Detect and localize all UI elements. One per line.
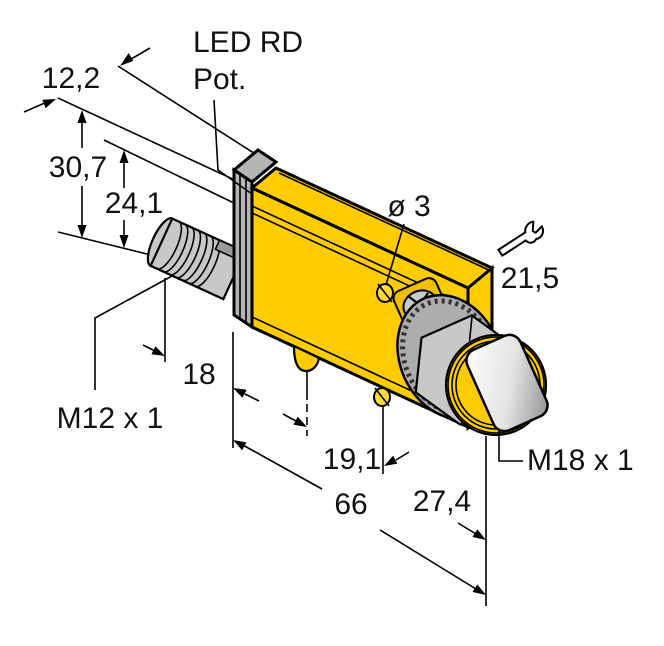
mounting-hole-bottom	[373, 387, 391, 407]
arrow-66-left	[233, 440, 247, 451]
arrow-18-right	[233, 388, 247, 398]
arrow-30-7-up	[77, 110, 87, 123]
ext-line-top-near	[57, 97, 253, 189]
led-pot-leader	[213, 99, 253, 195]
dim-hole-dia-label: ø 3	[387, 190, 430, 223]
arrow-27-4-left	[384, 455, 398, 466]
ext-line-top-far	[117, 65, 275, 167]
dim-line-66-a	[240, 443, 323, 490]
dim-rear-offset-label: 18	[182, 358, 215, 391]
top-face-chamfer-line	[278, 172, 492, 272]
arrow-12-2-b	[42, 99, 56, 109]
dim-line-66-b	[379, 529, 477, 590]
dim-wrench-size-label: 21,5	[501, 262, 559, 295]
m12-connector	[146, 217, 247, 301]
arrow-19-1	[293, 416, 307, 427]
mounting-tab	[292, 344, 321, 373]
callout-led-label: LED RD	[193, 26, 303, 59]
dimension-arrows	[23, 47, 486, 595]
m18-leader	[498, 430, 523, 462]
mounting-hole-top	[376, 283, 394, 303]
dim-tab-pos-label: 19,1	[323, 443, 381, 476]
wrench-icon	[497, 220, 545, 258]
connector-threads	[156, 220, 221, 288]
dim-front-len-label: 27,4	[413, 485, 471, 518]
m12-leader	[94, 275, 173, 390]
rear-cap-face	[232, 167, 254, 330]
dim-overall-height-label: 30,7	[49, 151, 107, 184]
front-assembly	[392, 277, 549, 437]
arrow-27-4-right	[472, 529, 486, 540]
arrow-30-7-down	[77, 225, 87, 238]
arrow-66-right	[472, 584, 486, 595]
dimension-labels: 12,2 LED RD Pot. 30,7 24,1 ø 3 21,5 18 M…	[42, 26, 634, 521]
ext-line-body-top	[103, 139, 239, 206]
arrow-24-1-down	[119, 235, 129, 248]
thread-m12-label: M12 x 1	[57, 402, 164, 435]
hole-dia-leader	[385, 223, 405, 286]
thread-m18-label: M18 x 1	[527, 444, 634, 477]
extension-lines	[57, 65, 487, 606]
leader-lines	[94, 99, 523, 462]
arrow-24-1-up	[119, 150, 129, 163]
callout-pot-label: Pot.	[193, 63, 246, 96]
arrow-12-2-a	[120, 53, 134, 66]
lens-face	[465, 333, 549, 433]
dim-length-label: 66	[334, 488, 367, 521]
arrow-18-left	[151, 346, 165, 356]
dim-body-height-label: 24,1	[105, 187, 163, 220]
dim-top-width-label: 12,2	[42, 62, 100, 95]
